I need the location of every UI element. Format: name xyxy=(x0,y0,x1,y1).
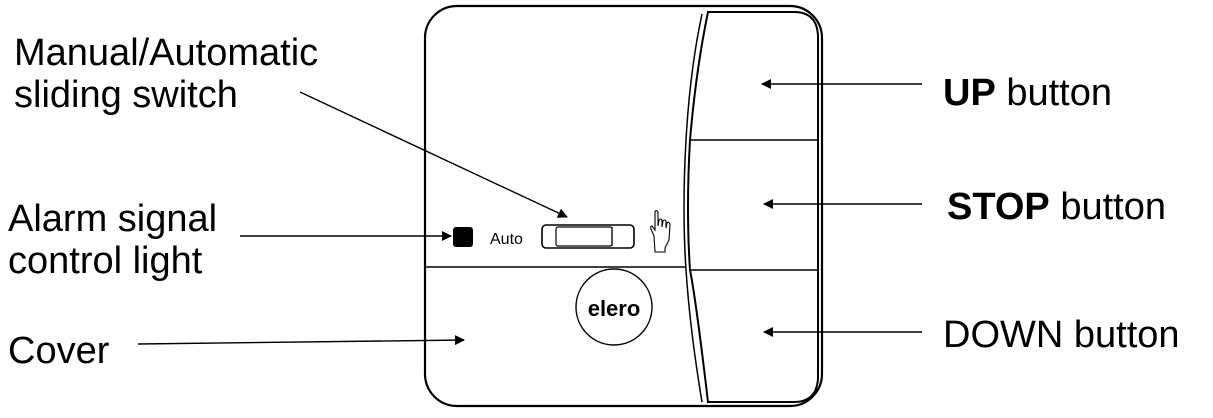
hand-pointer-icon xyxy=(650,209,671,253)
label-up-bold: UP xyxy=(943,72,996,114)
label-up-rest: button xyxy=(995,72,1113,114)
switch-auto-label: Auto xyxy=(490,231,523,248)
label-cover: Cover xyxy=(8,330,110,372)
label-manual-line1: Manual/Automatic xyxy=(14,32,319,74)
label-stop-rest: button xyxy=(1049,186,1166,228)
alarm-signal-light xyxy=(453,227,473,247)
button-panel-edge xyxy=(683,13,703,403)
label-manual-line2: sliding switch xyxy=(14,74,238,116)
label-alarm-line2: control light xyxy=(8,240,203,282)
label-alarm-line1: Alarm signal xyxy=(8,198,218,240)
label-down-button: DOWN button xyxy=(943,314,1180,356)
up-button[interactable] xyxy=(705,16,815,138)
leader-switch xyxy=(299,91,568,218)
label-stop-bold: STOP xyxy=(947,186,1050,228)
label-up-button: UP button xyxy=(943,72,1112,114)
label-manual-auto-switch: Manual/Automatic sliding switch xyxy=(14,32,318,116)
elero-logo-text: elero xyxy=(588,296,641,321)
down-button[interactable] xyxy=(700,272,815,400)
elero-logo: elero xyxy=(575,268,653,346)
leader-cover xyxy=(137,335,465,346)
switch-slider[interactable] xyxy=(555,226,613,247)
button-panel xyxy=(687,11,819,403)
stop-button[interactable] xyxy=(692,142,815,268)
label-stop-button: STOP button xyxy=(947,186,1166,228)
label-alarm-light: Alarm signal control light xyxy=(8,198,217,282)
